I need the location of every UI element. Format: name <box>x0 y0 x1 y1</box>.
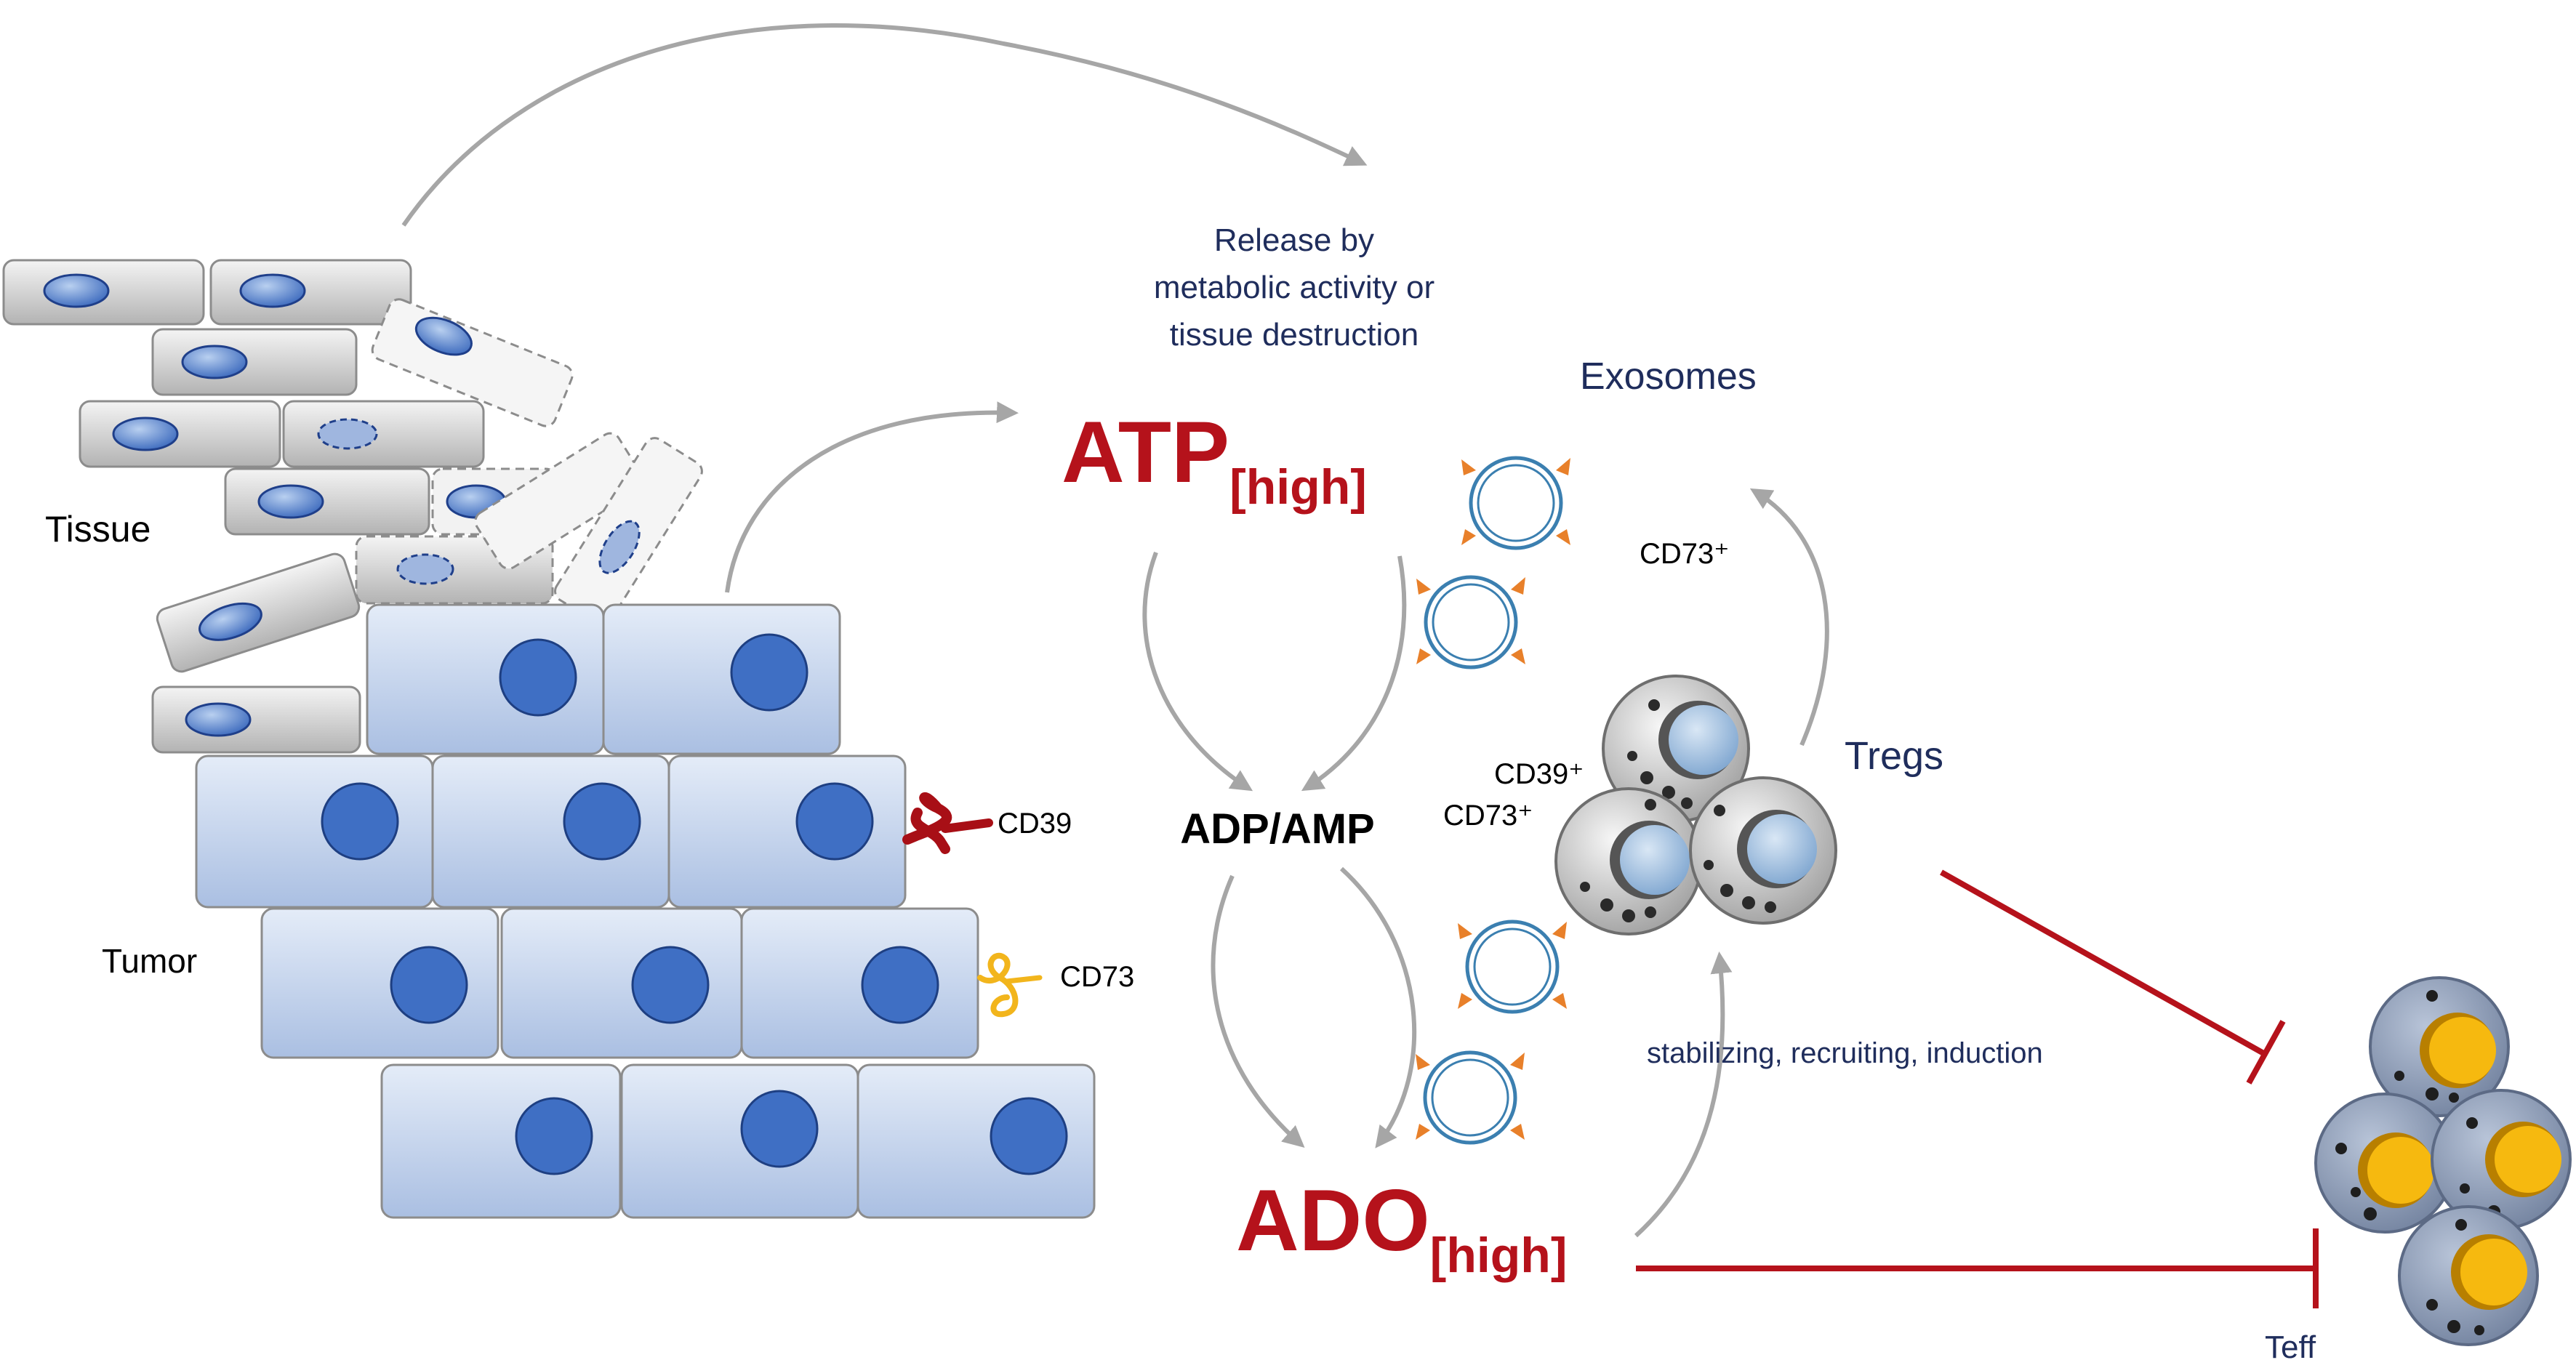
exosomes-label: Exosomes <box>1580 355 1757 398</box>
cd39-connector <box>941 818 993 833</box>
arrow-tumor-atp <box>725 401 1019 593</box>
cd73-plus-treg-label: CD73⁺ <box>1443 800 1533 832</box>
cd39-plus-treg-label: CD39⁺ <box>1494 758 1584 790</box>
tissue-cell-damaged <box>282 400 485 468</box>
tumor-cell <box>740 907 979 1059</box>
cd39-marker <box>902 792 952 854</box>
tumor-cell <box>856 1063 1096 1219</box>
tissue-cell <box>151 685 361 754</box>
teff-cluster <box>2314 976 2572 1346</box>
atp-main: ATP <box>1062 403 1229 501</box>
tumor-cell <box>366 603 605 755</box>
tissue-cell-ghost <box>554 437 703 626</box>
tregs-cluster <box>1554 675 1837 936</box>
exosomes <box>1416 456 1570 1145</box>
tissue-cell-ghost <box>371 298 574 427</box>
release-text-line2: metabolic activity or <box>1154 270 1435 305</box>
tumor-cell <box>500 907 743 1059</box>
arrows <box>401 23 1829 1238</box>
tumor-cell <box>620 1063 859 1219</box>
tumor-cell <box>380 1063 622 1219</box>
arrow-adp-ado-left <box>1211 874 1305 1148</box>
exosome <box>1416 1050 1525 1145</box>
release-text-line1: Release by <box>1214 222 1374 258</box>
teff-cell <box>2314 1093 2455 1234</box>
ado-main: ADO <box>1236 1172 1430 1269</box>
tumor-cells <box>195 603 1096 1219</box>
teff-cell <box>2369 976 2510 1117</box>
arrow-tregs-exosomes <box>1749 488 1829 747</box>
ado-label: ADO[high] <box>1236 1172 1567 1283</box>
exosome <box>1461 456 1570 550</box>
arrow-tissue-release <box>401 23 1368 227</box>
tissue-cell-rotated <box>156 552 361 673</box>
arrow-adp-ado-right <box>1339 866 1417 1148</box>
arrow-atp-adp-right <box>1301 555 1407 792</box>
tissue-cell <box>224 467 430 536</box>
tumor-cell <box>602 603 841 755</box>
cd73-marker <box>977 952 1019 1018</box>
inhibit-tregs-teff <box>1940 869 2266 1057</box>
tumor-cell <box>260 907 499 1059</box>
treg-cell <box>1554 787 1703 936</box>
exosome <box>1458 920 1567 1014</box>
treg-cell <box>1689 776 1837 925</box>
tissue-cell <box>2 259 205 326</box>
teff-label: Teff <box>2265 1329 2316 1365</box>
cd39-label: CD39 <box>998 808 1072 840</box>
cd73-label: CD73 <box>1060 961 1134 993</box>
arrow-atp-adp-left <box>1142 551 1253 792</box>
inhibition-arrows <box>1636 869 2319 1308</box>
tissue-cell <box>151 328 358 396</box>
adp-amp-label: ADP/AMP <box>1180 805 1374 853</box>
exosome <box>1416 575 1525 669</box>
treg-cell <box>1602 675 1750 823</box>
atp-label: ATP[high] <box>1062 403 1367 515</box>
teff-cell <box>2398 1205 2539 1346</box>
tumor-cell <box>667 755 907 909</box>
teff-cell <box>2431 1089 2572 1230</box>
tissue-cell-ghost <box>474 432 645 570</box>
tissue-cell <box>79 400 281 468</box>
tissue-cells <box>2 259 703 754</box>
tregs-label: Tregs <box>1845 734 1943 778</box>
tumor-cell <box>431 755 670 909</box>
atp-subscript: [high] <box>1229 459 1367 515</box>
cd73-connector <box>1004 975 1043 984</box>
tumor-label: Tumor <box>102 942 197 980</box>
tissue-cell <box>209 259 412 326</box>
stabilizing-label: stabilizing, recruiting, induction <box>1647 1037 2043 1069</box>
release-text-line3: tissue destruction <box>1170 317 1419 353</box>
cd73-plus-exosome-label: CD73⁺ <box>1640 538 1729 570</box>
tumor-cell <box>195 755 434 909</box>
tissue-label: Tissue <box>45 509 151 550</box>
arrow-ado-tregs <box>1634 951 1733 1238</box>
ado-subscript: [high] <box>1430 1228 1568 1283</box>
